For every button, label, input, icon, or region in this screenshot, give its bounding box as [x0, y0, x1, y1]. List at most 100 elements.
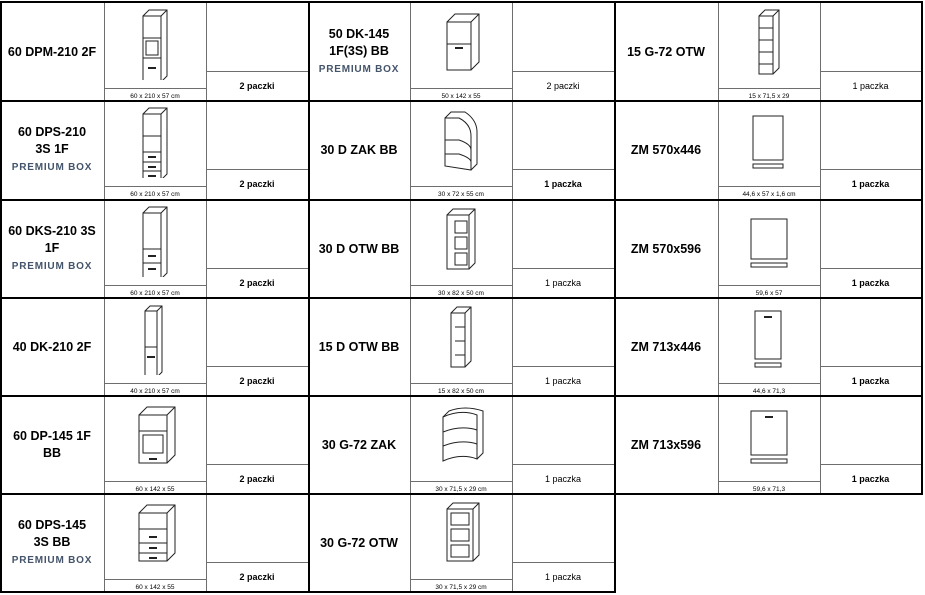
grid-line [512, 298, 513, 396]
dishwasher-front-handle-icon [754, 310, 782, 368]
product-name-cell: 15 D OTW BB [308, 298, 410, 396]
package-count: 1 paczka [851, 474, 890, 484]
product-name-cell: 30 G-72 OTW [308, 494, 410, 592]
product-code: BB [42, 446, 62, 460]
product-image-cell: 15 x 82 x 50 cm [410, 298, 512, 396]
product-code: 3S 1F [35, 142, 69, 156]
grid-border [308, 395, 616, 397]
product-image-cell: 30 x 71,5 x 29 cm [410, 494, 512, 592]
grid-border [0, 1, 310, 3]
product-code: 15 D OTW BB [318, 339, 400, 354]
product-dimensions: 59,6 x 57 [755, 290, 783, 297]
product-name-cell: 15 G-72 OTW [614, 3, 718, 101]
product-dimensions: 15 x 82 x 50 cm [438, 388, 484, 395]
product-image-cell: 15 x 71,5 x 29 [718, 3, 820, 101]
product-code: 30 D OTW BB [318, 241, 400, 256]
dishwasher-front-wide-icon [750, 218, 788, 268]
corner-end-shelf-icon [444, 111, 478, 171]
grid-line [206, 298, 207, 396]
curved-wall-shelf-icon [442, 407, 484, 462]
product-dimensions: 60 x 210 x 57 cm [130, 191, 180, 198]
grid-line [410, 494, 411, 592]
grid-border [614, 199, 923, 201]
grid-line [718, 298, 719, 396]
grid-line [512, 71, 614, 72]
narrow-open-shelf-icon [450, 306, 472, 368]
grid-line [410, 383, 512, 384]
grid-line [718, 200, 719, 298]
product-name-cell: 30 G-72 ZAK [308, 396, 410, 494]
product-dimensions: 30 x 82 x 50 cm [438, 290, 484, 297]
product-code: 50 DK-145 [328, 27, 390, 41]
product-name-cell: 60 DPS-210 3S 1F PREMIUM BOX [0, 101, 104, 199]
grid-line [410, 186, 512, 187]
product-code: 60 DPM-210 2F [7, 44, 97, 59]
grid-line [718, 101, 719, 199]
grid-line [410, 3, 411, 101]
grid-line [104, 101, 105, 199]
package-count: 1 paczka [544, 474, 582, 484]
product-image-cell: 40 x 210 x 57 cm [104, 298, 206, 396]
grid-border [0, 1, 2, 592]
grid-border [614, 1, 923, 3]
grid-border [921, 1, 923, 494]
product-image-cell: 60 x 210 x 57 cm [104, 3, 206, 101]
product-dimensions: 60 x 210 x 57 cm [130, 93, 180, 100]
package-count: 1 paczka [851, 376, 890, 386]
grid-line [206, 268, 308, 269]
tall-oven-cabinet-icon [142, 9, 168, 80]
grid-line [512, 169, 614, 170]
grid-border [308, 1, 310, 592]
grid-line [512, 494, 513, 592]
grid-line [104, 88, 206, 89]
grid-border [614, 1, 616, 494]
product-image-cell: 60 x 210 x 57 cm [104, 101, 206, 199]
premium-box-label: PREMIUM BOX [11, 162, 93, 173]
grid-border [0, 395, 310, 397]
product-image-cell: 60 x 210 x 57 cm [104, 200, 206, 298]
product-code: 30 D ZAK BB [320, 142, 398, 157]
product-code: 60 DPS-210 [17, 125, 87, 139]
grid-line [820, 464, 921, 465]
grid-line [104, 481, 206, 482]
oven-base-cabinet-icon [138, 406, 176, 464]
product-name-cell: ZM 570x446 [614, 101, 718, 199]
grid-line [410, 579, 512, 580]
product-dimensions: 50 x 142 x 55 [441, 93, 481, 100]
grid-line [512, 464, 614, 465]
grid-line [718, 383, 820, 384]
grid-line [410, 88, 512, 89]
package-count: 1 paczka [544, 376, 582, 386]
package-count: 2 paczki [239, 376, 275, 386]
product-code: 30 G-72 OTW [320, 535, 398, 550]
package-count: 1 paczka [544, 572, 582, 582]
grid-line [820, 298, 821, 396]
grid-line [410, 200, 411, 298]
grid-line [206, 396, 207, 494]
grid-line [104, 494, 105, 592]
grid-line [104, 186, 206, 187]
product-code: ZM 570x596 [630, 241, 702, 256]
product-image-cell: 59,6 x 71,3 [718, 396, 820, 494]
product-image-cell: 44,6 x 57 x 1,6 cm [718, 101, 820, 199]
premium-box-label: PREMIUM BOX [318, 64, 400, 75]
grid-border [0, 100, 310, 102]
dishwasher-front-icon [752, 115, 784, 169]
product-dimensions: 15 x 71,5 x 29 [748, 93, 790, 100]
grid-line [206, 366, 308, 367]
grid-border [0, 199, 310, 201]
grid-line [410, 396, 411, 494]
grid-border [0, 591, 310, 593]
grid-line [104, 285, 206, 286]
product-code: 30 G-72 ZAK [321, 437, 397, 452]
grid-line [206, 169, 308, 170]
product-code: ZM 570x446 [630, 142, 702, 157]
product-name-cell: ZM 570x596 [614, 200, 718, 298]
product-dimensions: 30 x 71,5 x 29 cm [435, 584, 487, 591]
open-wall-shelf-icon [446, 502, 480, 562]
narrow-wall-shelf-icon [758, 9, 780, 75]
